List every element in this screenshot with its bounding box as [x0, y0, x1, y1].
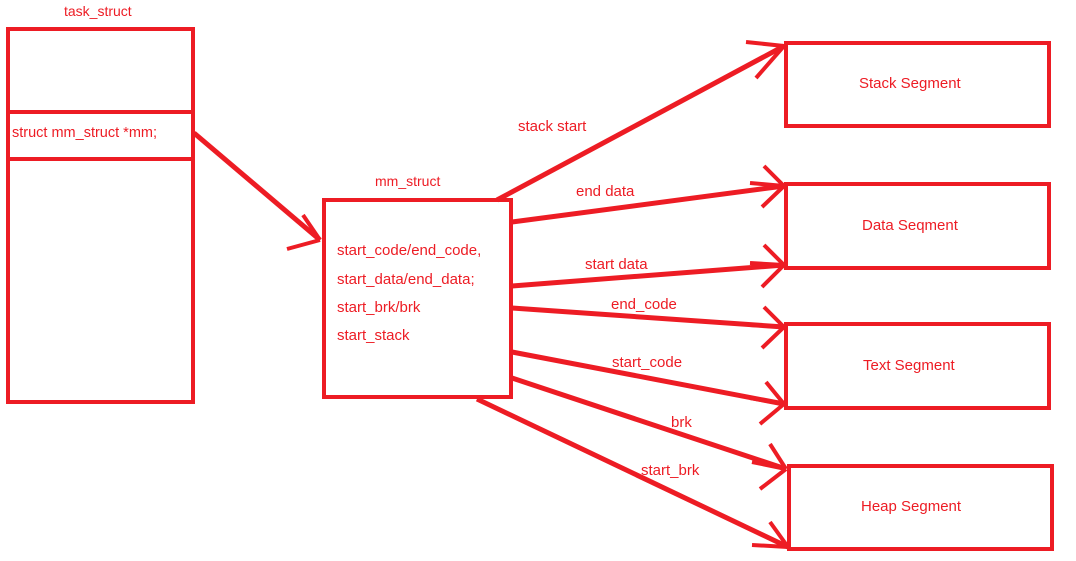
edge-label-brk: brk: [671, 414, 692, 431]
mm-struct-box: [322, 198, 513, 399]
stack-segment-label: Stack Segment: [859, 75, 961, 92]
arrow-task-struct-to-mm-struct: [192, 131, 322, 251]
arrow-end-code: [511, 305, 786, 350]
edge-label-start-data: start data: [585, 256, 648, 273]
arrow-end-data: [511, 164, 786, 225]
mm-struct-field-start-brk: start_brk/brk: [337, 299, 421, 316]
text-segment-label: Text Segment: [863, 357, 955, 374]
task-struct-box: [6, 27, 195, 404]
edge-label-start-brk: start_brk: [641, 462, 700, 479]
heap-segment-label: Heap Segment: [861, 498, 962, 515]
heap-segment-box: [787, 464, 1054, 551]
mm-struct-field-start-data: start_data/end_data;: [337, 271, 475, 288]
edge-label-end-data: end data: [576, 183, 635, 200]
edge-label-start-code: start_code: [612, 354, 683, 371]
data-segment-label: Data Seqment: [862, 217, 958, 234]
text-segment-box: [784, 322, 1051, 410]
stack-segment-box: [784, 41, 1051, 128]
arrow-start-brk: [475, 396, 790, 550]
mm-struct-title: mm_struct: [375, 173, 441, 189]
arrow-start-data: [511, 243, 786, 289]
task-struct-mm-field: struct mm_struct *mm;: [12, 125, 158, 141]
arrow-stack-start: [495, 40, 786, 203]
arrow-start-code: [511, 349, 786, 426]
task-struct-title: task_struct: [64, 3, 132, 19]
edge-label-end-code: end_code: [611, 296, 677, 313]
arrow-brk: [511, 375, 788, 491]
data-segment-box: [784, 182, 1051, 270]
mm-struct-field-start-stack: start_stack: [337, 327, 410, 344]
edge-label-stack-start: stack start: [518, 118, 587, 135]
mm-struct-field-start-code: start_code/end_code,: [337, 242, 482, 259]
